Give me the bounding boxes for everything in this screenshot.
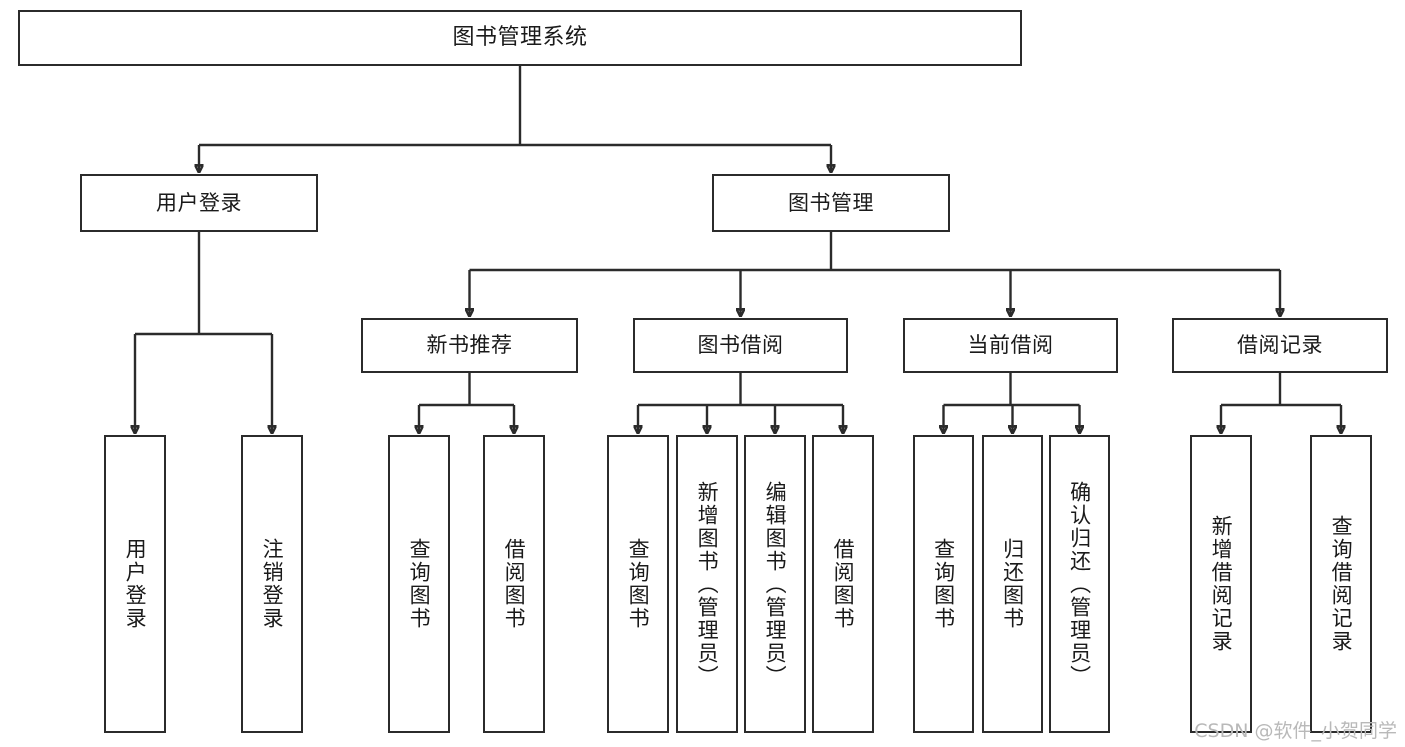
node-book-borrow[interactable]: 图书借阅: [633, 318, 848, 373]
node-leaf-user-login[interactable]: 用户登录: [104, 435, 166, 733]
node-borrow-record[interactable]: 借阅记录: [1172, 318, 1388, 373]
node-user-login[interactable]: 用户登录: [80, 174, 318, 232]
node-root[interactable]: 图书管理系统: [18, 10, 1022, 66]
node-label-leaf-query-book-2: 查询图书: [626, 538, 651, 630]
node-label-borrow-record: 借阅记录: [1237, 333, 1323, 358]
node-leaf-return-book[interactable]: 归还图书: [982, 435, 1043, 733]
node-label-leaf-edit-book: 编辑图书（管理员）: [763, 480, 788, 688]
node-leaf-query-book-3[interactable]: 查询图书: [913, 435, 974, 733]
node-label-leaf-borrow-book-1: 借阅图书: [502, 538, 527, 630]
node-book-manage[interactable]: 图书管理: [712, 174, 950, 232]
node-label-leaf-user-logout: 注销登录: [260, 538, 285, 630]
node-label-book-manage: 图书管理: [788, 190, 874, 215]
node-leaf-add-record[interactable]: 新增借阅记录: [1190, 435, 1252, 733]
node-leaf-borrow-book-1[interactable]: 借阅图书: [483, 435, 545, 733]
node-label-leaf-user-login: 用户登录: [123, 538, 148, 630]
node-leaf-query-book-1[interactable]: 查询图书: [388, 435, 450, 733]
node-leaf-confirm-return[interactable]: 确认归还（管理员）: [1049, 435, 1110, 733]
watermark-label: CSDN @软件_小贺同学: [1194, 720, 1397, 742]
node-new-book-rec[interactable]: 新书推荐: [361, 318, 578, 373]
node-label-root: 图书管理系统: [452, 25, 588, 51]
node-leaf-query-record[interactable]: 查询借阅记录: [1310, 435, 1372, 733]
node-label-user-login: 用户登录: [156, 190, 242, 215]
node-label-current-borrow: 当前借阅: [967, 333, 1054, 358]
node-leaf-borrow-book-2[interactable]: 借阅图书: [812, 435, 874, 733]
node-label-leaf-query-record: 查询借阅记录: [1329, 515, 1354, 653]
node-label-new-book-rec: 新书推荐: [426, 333, 513, 358]
edge-group: [135, 66, 1341, 433]
node-label-leaf-add-record: 新增借阅记录: [1209, 515, 1234, 653]
node-leaf-edit-book[interactable]: 编辑图书（管理员）: [744, 435, 806, 733]
node-current-borrow[interactable]: 当前借阅: [903, 318, 1118, 373]
node-label-leaf-query-book-3: 查询图书: [931, 538, 956, 630]
node-leaf-user-logout[interactable]: 注销登录: [241, 435, 303, 733]
node-label-leaf-confirm-return: 确认归还（管理员）: [1067, 480, 1092, 688]
node-leaf-query-book-2[interactable]: 查询图书: [607, 435, 669, 733]
node-label-leaf-query-book-1: 查询图书: [407, 538, 432, 630]
node-label-leaf-return-book: 归还图书: [1000, 538, 1025, 630]
node-leaf-add-book[interactable]: 新增图书（管理员）: [676, 435, 738, 733]
node-label-leaf-add-book: 新增图书（管理员）: [695, 480, 720, 688]
node-label-leaf-borrow-book-2: 借阅图书: [831, 538, 856, 630]
node-label-book-borrow: 图书借阅: [697, 333, 784, 358]
